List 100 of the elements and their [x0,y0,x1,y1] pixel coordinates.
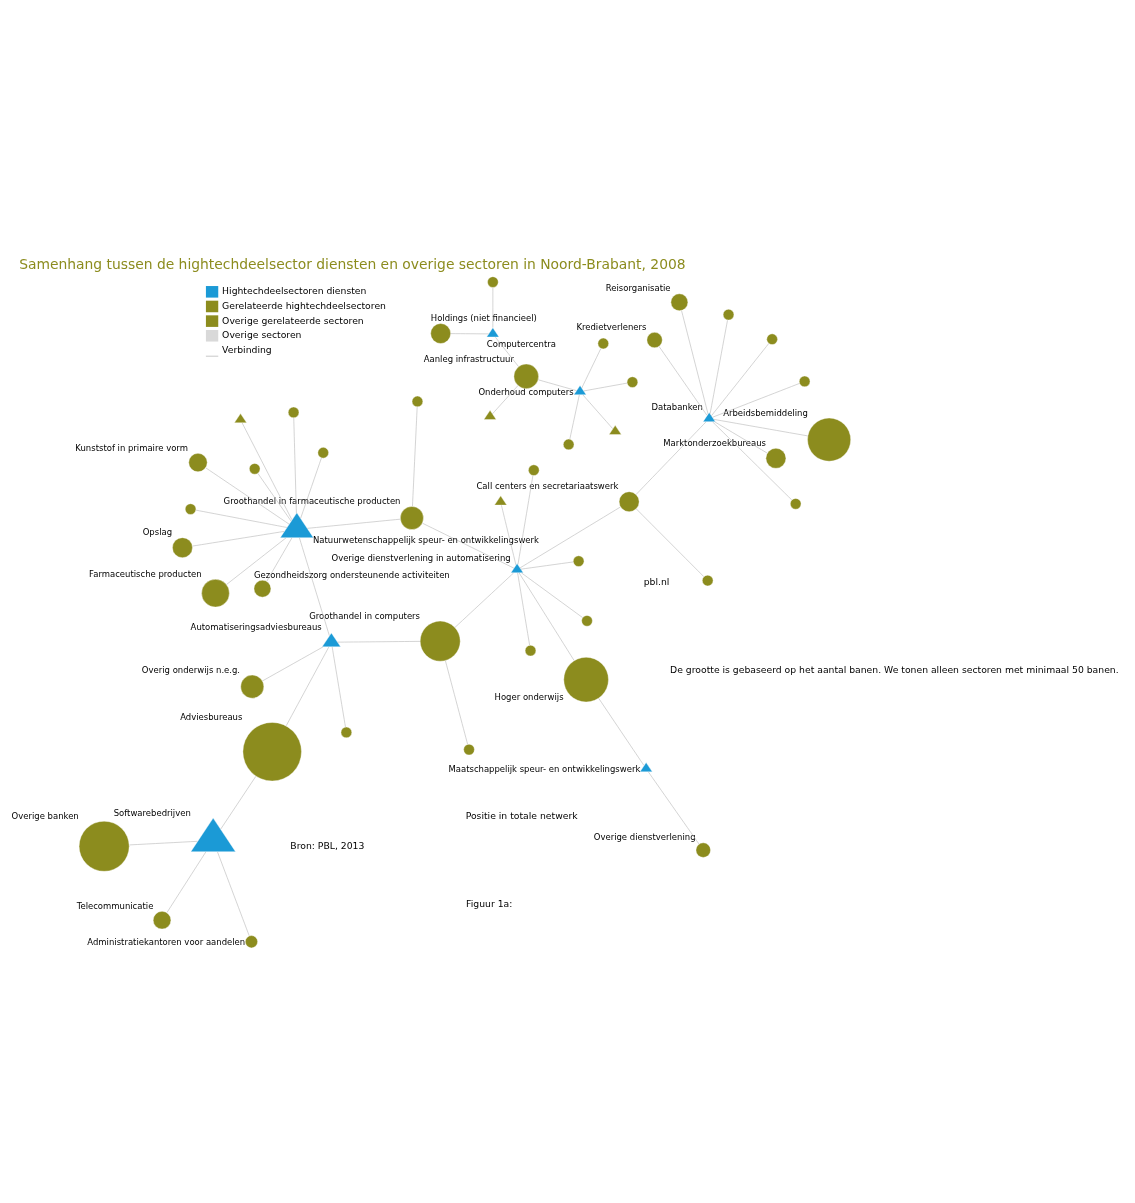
connector [192,531,285,547]
legend-label: Hightechdeelsectoren diensten [222,285,367,297]
connector [583,382,628,392]
connector [635,508,704,577]
node-label: Overige banken [11,810,79,821]
label: De grootte is gebaseerd op het aantal banen. We tonen alleen sectoren met minimaal 50 banen. [670,663,1119,675]
node-circle [242,722,302,782]
node-circle [618,491,640,512]
node-circle [573,555,585,567]
node-label: Farmaceutische producten [89,568,202,579]
node-circle [463,744,475,756]
node-label: Call centers en secretariaatswerk [476,481,619,492]
label: pbl.nl [643,575,670,587]
node-triangle [608,425,622,435]
connector [306,518,401,529]
connector [195,509,288,528]
connector [709,319,728,414]
node-label: Telecommunicatie [76,900,154,911]
node-circle [528,464,540,476]
connector [300,457,322,519]
node-circle [670,293,689,311]
node-circle [790,498,802,510]
node-label: Computercentra [486,338,556,349]
legend-label: Overige sectoren [222,329,302,341]
node-circle [722,309,735,321]
connector [331,646,346,728]
node-label: Automatiseringsadviesbureaus [190,622,322,633]
node-circle [78,821,130,872]
connector [681,310,709,415]
node-circle [646,332,663,348]
connector [713,419,808,437]
node-circle [201,579,230,608]
node-label: Opslag [142,527,173,538]
connector [129,841,198,846]
connector [262,646,324,682]
connector [226,537,287,585]
connector [569,394,580,440]
node-label: Onderhoud computers [478,387,574,398]
node-circle [288,406,300,418]
caption: Bron: PBL, 2013 [290,839,365,851]
legend-label: Verbinding [222,343,272,355]
connector [450,333,489,335]
connector [220,775,257,830]
node-circle [172,537,193,558]
connector [711,343,770,416]
node-circle [153,911,172,930]
node-triangle [494,495,507,506]
node-label: Adviesbureaus [180,711,243,722]
connector [581,348,602,389]
node-label: Gezondheidszorg ondersteunende activiteiten [254,569,450,580]
node-circle [185,503,197,515]
connector [635,421,707,495]
node-circle [597,337,609,350]
node-label: Overige dienstverlening [593,832,696,843]
node-label: Holdings (niet financieel) [430,313,537,324]
node-circle [702,574,714,587]
node-circle [487,276,499,288]
node-label: Kunststof in primaire vorm [75,442,188,453]
connector [217,851,250,937]
connector [519,506,621,569]
node-label: Reisorganisatie [605,283,671,294]
legend-label: Gerelateerde hightechdeelsectoren [222,299,386,311]
connector [412,406,418,507]
node-circle [400,506,424,530]
node-label: Databanken [651,401,703,412]
node-circle [317,447,329,459]
connector [517,572,530,646]
node-circle [340,726,352,738]
connector [293,417,297,514]
connector [166,851,207,913]
node-label: Marktonderzoekbureaus [663,437,767,448]
node-circle [524,645,537,657]
node-triangle [483,410,497,420]
node-label: Softwarebedrijven [113,807,191,818]
connector [598,698,645,766]
node-triangle [234,413,247,424]
connector [445,660,468,745]
node-label: Kredietverleners [576,321,647,332]
connector [714,421,768,454]
connector [658,346,708,416]
node-circle [513,363,539,389]
connector [205,467,290,525]
connector [241,422,293,521]
diagram-title: Samenhang tussen de hightechdeelsector diensten en overige sectoren in Noord-Brabant, 2008 [19,256,686,273]
node-circle [807,417,851,462]
connector [454,572,514,628]
connector [582,394,613,429]
node-circle [188,453,208,473]
node-circle [240,674,265,699]
node-label: Natuurwetenschappelijk speur- en ontwikkelingswerk [313,535,539,546]
connector [337,641,421,643]
connector [501,505,517,566]
connector [520,561,574,570]
node-label: Overig onderwijs n.e.g. [141,664,241,675]
connector [299,537,330,636]
connector [422,522,515,569]
connector [538,379,577,391]
node-label: Maatschappelijk speur- en ontwikkelingswerk [448,764,641,775]
node-label: Overige dienstverlening in automatisering [331,553,511,564]
node-label: Administratiekantoren voor aandelen [87,937,246,948]
